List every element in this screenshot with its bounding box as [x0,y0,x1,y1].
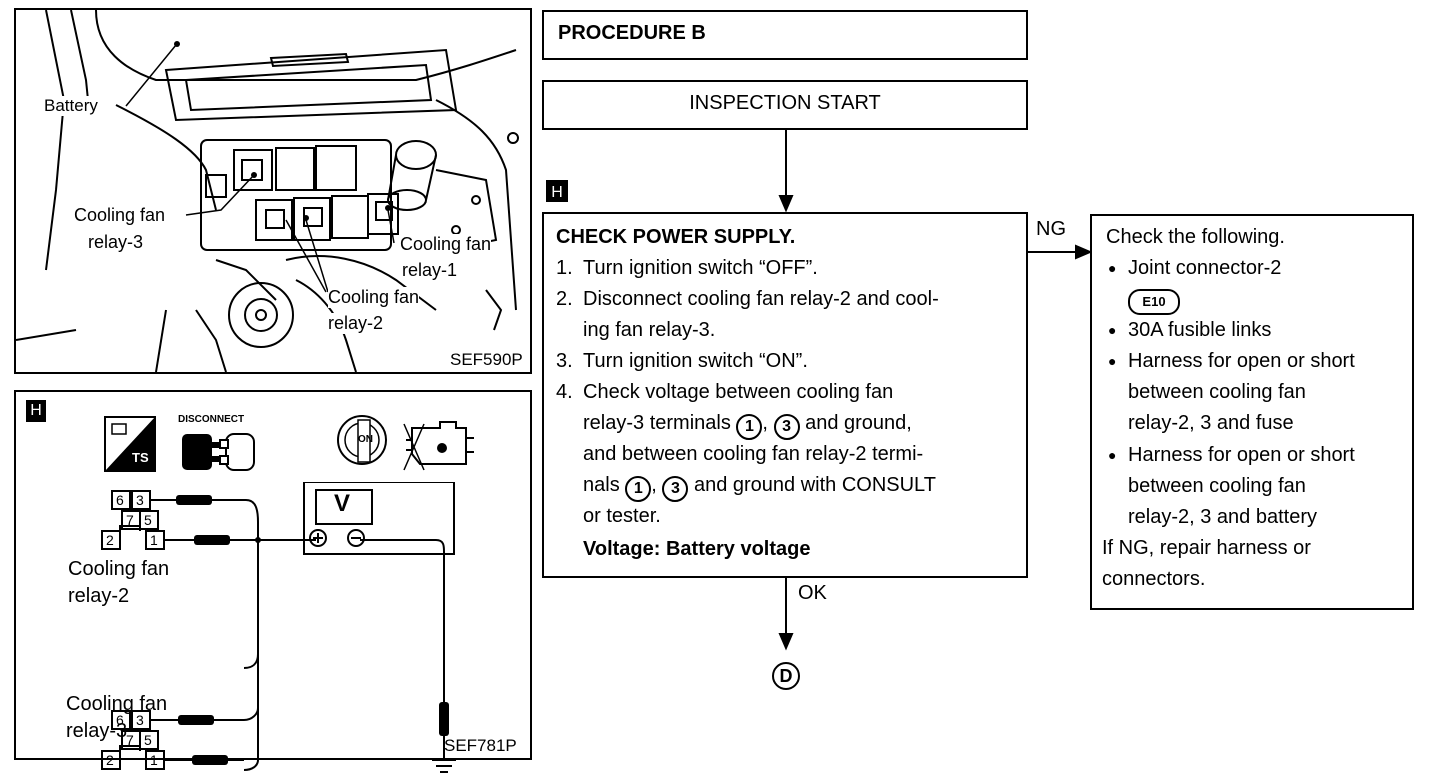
inspection-start-box: INSPECTION START [542,80,1028,130]
comma: , [762,412,768,434]
ng-check-box: Check the following. ● Joint connector-2… [1090,214,1414,610]
next-step-d-marker: D [772,662,800,690]
ng-item-2: 30A fusible links [1128,319,1272,341]
section-h-marker-flow: H [546,180,568,202]
relay3-wiring-label-line1: Cooling fan [66,693,168,715]
step-text: Turn ignition switch “OFF”. [583,257,818,279]
relay-location-drawing [16,10,519,372]
ng-footer-line1: If NG, repair harness or [1102,537,1311,559]
inspection-start-label: INSPECTION START [689,92,881,114]
relay3-label-line1: Cooling fan [74,205,166,226]
ng-item-3-line1: Harness for open or short [1128,350,1355,372]
on-label: ON [358,434,373,445]
ng-item-1: Joint connector-2 [1128,257,1282,279]
r3-term-5: 5 [144,732,152,748]
step-text: Check voltage between cooling fan [583,381,894,403]
step-number: 4. [556,381,573,403]
ng-item-4-line2: between cooling fan [1128,475,1306,497]
engine-off-icon [403,421,474,471]
r3-term-1: 1 [150,752,158,768]
e10-connector-badge: E10 [1128,289,1180,315]
procedure-title-box: PROCEDURE B [542,10,1028,60]
tester-connection-figure: H TS DISCONNECT ON [14,390,532,773]
figure-code: SEF781P [444,736,517,755]
ng-label: NG [1036,218,1066,240]
ng-item-3-line2: between cooling fan [1128,381,1306,403]
ts-label: TS [132,450,149,465]
ng-item-4-line1: Harness for open or short [1128,444,1355,466]
r2-term-7: 7 [126,512,134,528]
step-text: and ground, [805,412,912,434]
bullet-icon: ● [1108,447,1117,463]
terminal-3-symbol: 3 [773,414,800,440]
section-h-marker: H [26,400,46,422]
terminal-1-symbol: 1 [625,476,652,502]
step-text: and between cooling fan relay-2 termi- [583,443,924,465]
voltage-spec-text: Voltage: Battery voltage [583,538,811,560]
step-text: Turn ignition switch “ON”. [583,350,808,372]
r2-term-6: 6 [116,492,124,508]
r2-term-3: 3 [136,492,144,508]
figure-code: SEF590P [450,350,523,369]
ng-footer-line2: connectors. [1102,568,1206,590]
relay3-label-line2: relay-3 [88,232,144,253]
step-text: Disconnect cooling fan relay-2 and cool- [583,288,939,310]
step-text: nals [583,474,620,496]
ng-item-3-line3: relay-2, 3 and fuse [1128,412,1294,434]
step-text: and ground with CONSULT [693,474,936,496]
check-title: CHECK POWER SUPPLY. [556,226,796,248]
r2-term-5: 5 [144,512,152,528]
procedure-title: PROCEDURE B [558,22,706,44]
relay2-wiring-label-line2: relay-2 [68,585,130,607]
relay2-label-line1: Cooling fan [328,287,420,308]
relay1-label-line2: relay-1 [402,260,458,281]
r2-term-1: 1 [150,532,158,548]
ignition-on-icon [337,415,387,465]
step-text: or tester. [583,505,661,527]
ng-title: Check the following. [1106,226,1285,248]
bullet-icon: ● [1108,353,1117,369]
relay2-wiring-label-line1: Cooling fan [68,558,170,580]
comma: , [651,474,657,496]
relay1-label-line1: Cooling fan [400,234,492,255]
disconnect-label: DISCONNECT [178,414,245,425]
relay2-label-line2: relay-2 [328,313,384,334]
r3-term-2: 2 [106,752,114,768]
terminal-3-symbol: 3 [662,476,689,502]
relay-location-figure: Battery Cooling fan relay-3 Cooling fan … [14,8,532,374]
step-number: 3. [556,350,573,372]
bullet-icon: ● [1108,322,1117,338]
step-number: 1. [556,257,573,279]
ng-item-4-line3: relay-2, 3 and battery [1128,506,1317,528]
bullet-icon: ● [1108,260,1117,276]
r3-term-7: 7 [126,732,134,748]
step-text: ing fan relay-3. [583,319,716,341]
relay3-wiring-label-line2: relay-3 [66,720,128,742]
r2-term-2: 2 [106,532,114,548]
r3-term-6: 6 [116,712,124,728]
r3-term-3: 3 [136,712,144,728]
terminal-1-symbol: 1 [736,414,763,440]
ok-label: OK [798,582,827,604]
step-number: 2. [556,288,573,310]
check-power-supply-box: CHECK POWER SUPPLY. 1. Turn ignition swi… [542,212,1028,578]
battery-label: Battery [42,96,100,116]
voltmeter-label: V [334,490,351,517]
step-text: relay-3 terminals [583,412,731,434]
consult-ts-icon [104,416,156,472]
disconnect-connector-icon [182,433,255,471]
